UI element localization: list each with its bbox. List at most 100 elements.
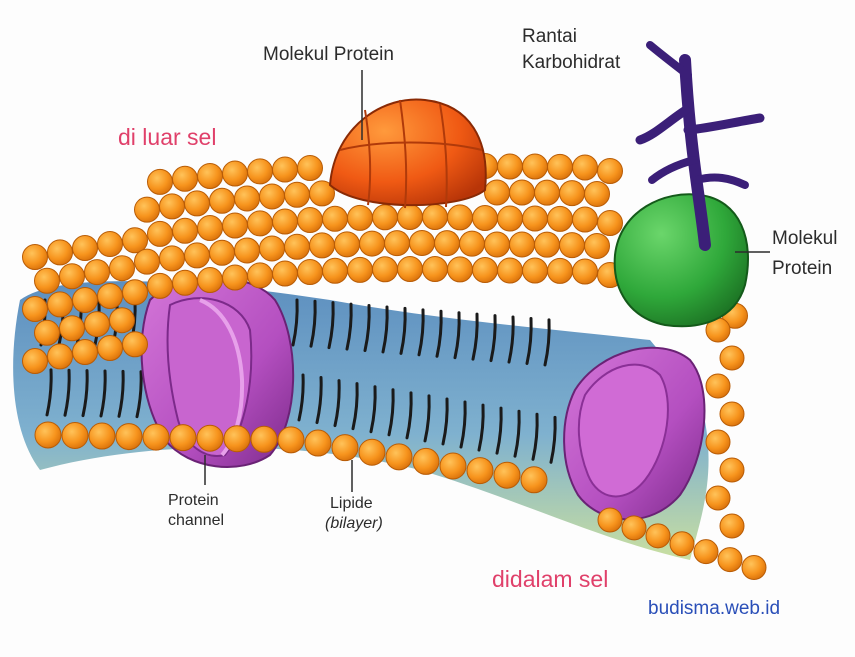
phospholipid-head <box>720 458 744 482</box>
phospholipid-head <box>224 426 250 452</box>
phospholipid-head <box>585 181 610 206</box>
label-molekul-protein-top: Molekul Protein <box>263 44 394 66</box>
phospholipid-head <box>720 402 744 426</box>
phospholipid-head <box>210 240 235 265</box>
phospholipid-head <box>160 246 185 271</box>
phospholipid-head <box>706 486 730 510</box>
phospholipid-head <box>573 207 598 232</box>
phospholipid-head <box>560 233 585 258</box>
phospholipid-head <box>143 424 169 450</box>
phospholipid-head <box>89 423 115 449</box>
phospholipid-head <box>646 524 670 548</box>
phospholipid-head <box>285 234 310 259</box>
phospholipid-head <box>523 258 548 283</box>
label-didalam-sel: didalam sel <box>492 566 608 592</box>
phospholipid-head <box>73 340 98 365</box>
phospholipid-head <box>485 232 510 257</box>
phospholipid-head <box>485 180 510 205</box>
phospholipid-head <box>123 280 148 305</box>
phospholipid-head <box>398 257 423 282</box>
phospholipid-head <box>360 231 385 256</box>
phospholipid-head <box>285 182 310 207</box>
phospholipid-head <box>494 462 520 488</box>
phospholipid-head <box>85 312 110 337</box>
phospholipid-head <box>548 206 573 231</box>
phospholipid-head <box>386 444 412 470</box>
phospholipid-head <box>48 240 73 265</box>
phospholipid-head <box>235 238 260 263</box>
phospholipid-head <box>535 180 560 205</box>
phospholipid-head <box>98 284 123 309</box>
phospholipid-head <box>622 516 646 540</box>
phospholipid-head <box>110 308 135 333</box>
phospholipid-head <box>23 349 48 374</box>
phospholipid-head <box>198 216 223 241</box>
phospholipid-head <box>298 260 323 285</box>
phospholipid-head <box>148 273 173 298</box>
phospholipid-head <box>373 257 398 282</box>
phospholipid-head <box>523 154 548 179</box>
phospholipid-head <box>423 257 448 282</box>
phospholipid-head <box>498 258 523 283</box>
phospholipid-head <box>332 435 358 461</box>
phospholipid-head <box>694 540 718 564</box>
phospholipid-head <box>198 268 223 293</box>
phospholipid-head <box>335 232 360 257</box>
label-rantai: Rantai <box>522 26 577 48</box>
phospholipid-head <box>98 336 123 361</box>
label-molekul-right: Molekul <box>772 228 837 250</box>
phospholipid-head <box>548 154 573 179</box>
phospholipid-head <box>223 213 248 238</box>
protein-orange <box>330 99 486 208</box>
phospholipid-head <box>110 256 135 281</box>
phospholipid-head <box>435 231 460 256</box>
phospholipid-head <box>60 264 85 289</box>
phospholipid-head <box>440 453 466 479</box>
label-bilayer: (bilayer) <box>325 515 383 533</box>
label-di-luar-sel: di luar sel <box>118 124 216 150</box>
phospholipid-head <box>573 155 598 180</box>
label-channel: channel <box>168 512 224 530</box>
phospholipid-head <box>135 197 160 222</box>
phospholipid-head <box>548 258 573 283</box>
phospholipid-head <box>73 288 98 313</box>
phospholipid-head <box>48 344 73 369</box>
phospholipid-head <box>273 157 298 182</box>
phospholipid-head <box>248 159 273 184</box>
phospholipid-head <box>521 467 547 493</box>
phospholipid-head <box>223 161 248 186</box>
phospholipid-head <box>742 556 766 580</box>
phospholipid-head <box>173 270 198 295</box>
phospholipid-head <box>305 430 331 456</box>
phospholipid-head <box>260 236 285 261</box>
phospholipid-head <box>373 205 398 230</box>
phospholipid-head <box>210 188 235 213</box>
phospholipid-head <box>467 458 493 484</box>
phospholipid-head <box>298 208 323 233</box>
phospholipid-head <box>535 232 560 257</box>
phospholipid-head <box>23 297 48 322</box>
phospholipid-head <box>148 221 173 246</box>
phospholipid-head <box>385 231 410 256</box>
phospholipid-head <box>35 320 60 345</box>
phospholipid-head <box>298 156 323 181</box>
phospholipid-head <box>398 205 423 230</box>
phospholipid-head <box>706 374 730 398</box>
phospholipid-head <box>510 180 535 205</box>
phospholipid-head <box>116 424 142 450</box>
phospholipid-head <box>323 206 348 231</box>
phospholipid-head <box>473 258 498 283</box>
phospholipid-head <box>460 231 485 256</box>
phospholipid-head <box>273 261 298 286</box>
phospholipid-head <box>410 231 435 256</box>
phospholipid-head <box>223 265 248 290</box>
phospholipid-head <box>348 257 373 282</box>
phospholipid-head <box>670 532 694 556</box>
phospholipid-head <box>148 169 173 194</box>
phospholipid-head <box>310 233 335 258</box>
phospholipid-head <box>85 260 110 285</box>
phospholipid-head <box>278 427 304 453</box>
phospholipid-head <box>560 181 585 206</box>
phospholipid-head <box>706 430 730 454</box>
